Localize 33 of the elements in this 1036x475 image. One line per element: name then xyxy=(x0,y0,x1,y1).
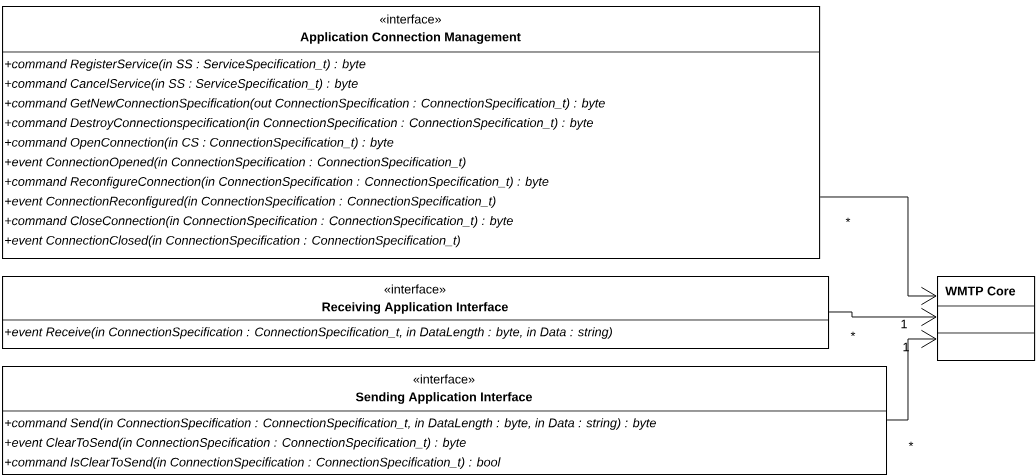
class-box xyxy=(1,276,830,350)
operation-text: +event ClearToSend(in ConnectionSpecification : ConnectionSpecification_t) : byte xyxy=(5,437,466,450)
operation-text: +command ReconfigureConnection(in ConnectionSpecification : ConnectionSpecification_t) : byte xyxy=(5,176,549,189)
stereotype-label: «interface» xyxy=(384,284,446,294)
class-name: Application Connection Management xyxy=(300,32,521,44)
multiplicity-label: * xyxy=(845,217,851,223)
operation-text: +event ConnectionClosed(in ConnectionSpecification : ConnectionSpecification_t) xyxy=(5,235,460,248)
stereotype-label: «interface» xyxy=(413,374,475,384)
operation-text: +command CancelService(in SS : ServiceSpecification_t) : byte xyxy=(5,78,358,91)
operation-text: +command Send(in ConnectionSpecification : ConnectionSpecification_t, in DataLength : byte, in Data : string) : byte xyxy=(5,418,656,430)
multiplicity-label: * xyxy=(908,441,914,447)
operation-text: +command CloseConnection(in ConnectionSpecification : ConnectionSpecification_t) : byte xyxy=(5,215,513,228)
operation-text: +command IsClearToSend(in ConnectionSpecification : ConnectionSpecification_t) : bool xyxy=(5,457,501,469)
operation-text: +event ConnectionReconfigured(in ConnectionSpecification : ConnectionSpecification_t) xyxy=(5,196,496,209)
operation-text: +command DestroyConnectionspecification(in ConnectionSpecification : ConnectionSpecification_t) : byte xyxy=(5,117,593,130)
class-box xyxy=(1,6,821,260)
operation-text: +event Receive(in ConnectionSpecification : ConnectionSpecification_t, in DataLength : byte, in Data : string) xyxy=(5,327,612,339)
class-name: Sending Application Interface xyxy=(355,392,532,404)
multiplicity-label: 1 xyxy=(903,342,909,352)
class-box xyxy=(1,366,888,475)
operation-text: +command GetNewConnectionSpecification(out ConnectionSpecification : ConnectionSpecification_t) : byte xyxy=(5,98,605,111)
association-arrow xyxy=(886,329,937,421)
operation-text: +event ConnectionOpened(in ConnectionSpecification : ConnectionSpecification_t) xyxy=(5,157,466,169)
class-box xyxy=(936,276,1036,362)
association-arrow xyxy=(819,196,937,306)
class-name: Receiving Application Interface xyxy=(322,302,508,314)
multiplicity-label: * xyxy=(850,331,856,337)
association-arrow xyxy=(828,307,937,327)
stereotype-label: «interface» xyxy=(380,14,441,24)
operation-text: +command OpenConnection(in CS : ConnectionSpecification_t) : byte xyxy=(5,137,394,150)
operation-text: +command RegisterService(in SS : ServiceSpecification_t) : byte xyxy=(5,59,366,71)
class-name: WMTP Core xyxy=(945,286,1016,296)
multiplicity-label: 1 xyxy=(901,319,907,329)
